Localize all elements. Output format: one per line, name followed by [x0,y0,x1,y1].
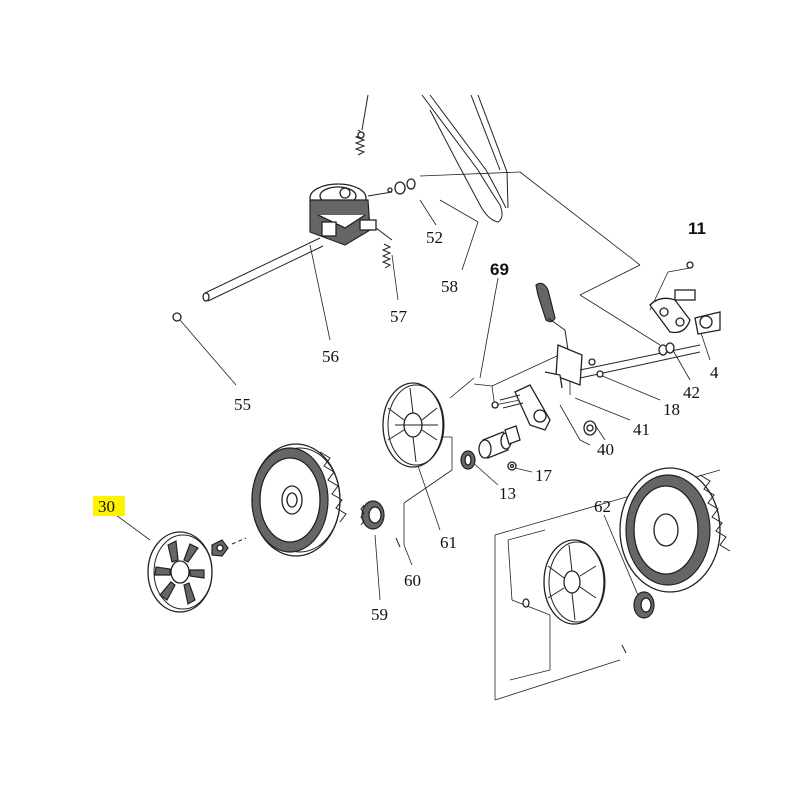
rear-wheel-left [251,443,347,557]
callout-18: 18 [663,400,680,419]
handle-bail-part-58 [421,94,509,223]
hub-cap-part-30 [147,531,213,613]
callout-59: 59 [371,605,388,624]
callout-69: 69 [490,260,509,279]
callout-55: 55 [234,395,251,414]
gearbox-assembly [309,183,393,246]
axle-shaft [202,237,324,302]
callout-57: 57 [390,307,408,326]
callout-41: 41 [633,420,650,439]
callout-52: 52 [426,228,443,247]
callout-30: 30 [98,497,115,516]
wheel-cover-part-61 [382,382,445,468]
callout-30-highlight [93,496,125,516]
bushing-part-13 [460,425,521,471]
callout-11: 11 [688,219,706,238]
clip-part-55 [172,312,182,322]
callout-62: 62 [594,497,611,516]
washer-part-52 [387,178,416,195]
drive-gear-part-59 [360,500,385,530]
callout-42: 42 [683,383,700,402]
callout-60: 60 [404,571,421,590]
callout-40: 40 [597,440,614,459]
rear-wheel-right [619,467,731,593]
axle-bracket [491,384,597,436]
callout-58: 58 [441,277,458,296]
drive-lever-assembly [535,261,721,389]
hub-nut [211,537,247,557]
callout-17: 17 [535,466,553,485]
callout-61: 61 [440,533,457,552]
callout-4: 4 [710,363,719,382]
spring-part-57 [381,243,392,269]
wheel-cover-right [522,539,606,625]
drive-gear-right [621,591,655,654]
pin-part-60 [395,537,401,548]
spring-top [354,94,369,156]
callout-13: 13 [499,484,516,503]
callout-56: 56 [322,347,339,366]
